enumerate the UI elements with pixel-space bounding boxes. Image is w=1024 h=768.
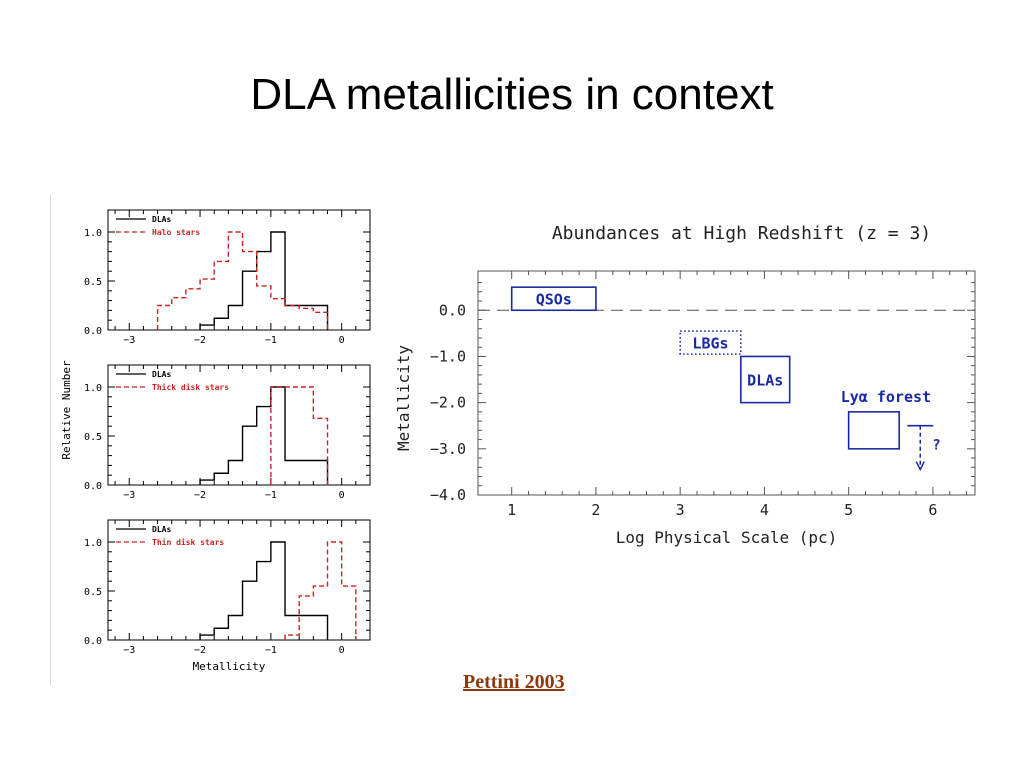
x-axis-label: Metallicity — [193, 660, 266, 673]
x-tick-label: −2 — [194, 335, 206, 346]
region-label-ly-forest: Lyα forest — [841, 388, 931, 406]
y-tick-label: 0.5 — [84, 432, 102, 443]
plot-frame — [477, 270, 976, 496]
x-tick-label: 5 — [844, 501, 853, 519]
histogram-series-thick-disk-stars — [270, 386, 329, 485]
y-tick-label: 0.5 — [84, 587, 102, 598]
x-axis-label: Log Physical Scale (pc) — [616, 528, 838, 547]
x-tick-label: −3 — [123, 335, 135, 346]
y-tick-label: 0.0 — [84, 326, 102, 337]
x-tick-label: −1 — [265, 335, 277, 346]
y-tick-label: 1.0 — [84, 538, 102, 549]
y-tick-label: 0.0 — [84, 481, 102, 492]
upper-limit-label: ? — [932, 438, 940, 454]
slide-title: DLA metallicities in context — [250, 70, 774, 119]
legend-label: Thick disk stars — [152, 382, 229, 392]
histogram-series-dlas — [199, 231, 329, 330]
y-tick-label: −4.0 — [430, 486, 466, 504]
region-box-dlas — [740, 355, 791, 404]
x-tick-label: −2 — [194, 490, 206, 501]
y-tick-label: 0.0 — [84, 636, 102, 647]
y-tick-label: −1.0 — [430, 347, 466, 365]
x-tick-label: 0 — [339, 490, 345, 501]
legend-label: Thin disk stars — [152, 537, 224, 547]
y-tick-label: 1.0 — [84, 383, 102, 394]
x-tick-label: −2 — [194, 645, 206, 656]
legend-label: DLAs — [152, 215, 171, 224]
x-tick-label: 1 — [507, 501, 516, 519]
region-label-lbgs: LBGs — [692, 335, 728, 353]
down-arrow-icon — [915, 461, 925, 472]
x-tick-label: 4 — [760, 501, 769, 519]
abundances-chart-panel: Abundances at High Redshift (z = 3) 1 2 3 4 5… — [395, 205, 995, 565]
histogram-series-halo-stars — [156, 231, 329, 330]
x-tick-label: −3 — [123, 490, 135, 501]
x-tick-label: −1 — [265, 490, 277, 501]
x-tick-label: 3 — [676, 501, 685, 519]
citation: Pettini 2003 — [463, 671, 565, 693]
plot-frame — [107, 209, 371, 331]
histogram-series-dlas — [199, 386, 329, 485]
abundances-svg: Abundances at High Redshift (z = 3) 1 2 3 4 5… — [395, 223, 976, 547]
x-tick-label: 6 — [928, 501, 937, 519]
x-tick-label: 0 — [339, 645, 345, 656]
y-axis-label: Metallicity — [395, 345, 413, 451]
histogram-series-thin-disk-stars — [284, 541, 357, 640]
region-box-qsos — [510, 286, 597, 312]
region-label-dlas: DLAs — [747, 372, 783, 390]
chart-title: Abundances at High Redshift (z = 3) — [552, 223, 931, 244]
region-box-lbgs — [679, 330, 742, 355]
y-tick-label: 0.5 — [84, 277, 102, 288]
histogram-series-dlas — [199, 541, 329, 640]
y-axis-label: Relative Number — [60, 360, 73, 460]
plot-frame — [107, 519, 371, 641]
x-tick-label: −1 — [265, 645, 277, 656]
y-tick-label: −3.0 — [430, 440, 466, 458]
x-tick-label: −3 — [123, 645, 135, 656]
y-tick-label: −2.0 — [430, 394, 466, 412]
abundances-chart: Abundances at High Redshift (z = 3) 1 2 3 4 5… — [395, 223, 976, 547]
x-tick-label: 2 — [591, 501, 600, 519]
panel-edge-line — [50, 195, 51, 685]
legend-label: DLAs — [152, 525, 171, 534]
legend-label: DLAs — [152, 370, 171, 379]
x-tick-label: 0 — [339, 335, 345, 346]
plot-frame — [107, 364, 371, 486]
y-tick-label: 0.0 — [439, 301, 466, 319]
y-tick-label: 1.0 — [84, 228, 102, 239]
region-label-qsos: QSOs — [536, 291, 572, 309]
region-box-ly-forest — [847, 411, 900, 450]
legend-label: Halo stars — [152, 228, 200, 237]
